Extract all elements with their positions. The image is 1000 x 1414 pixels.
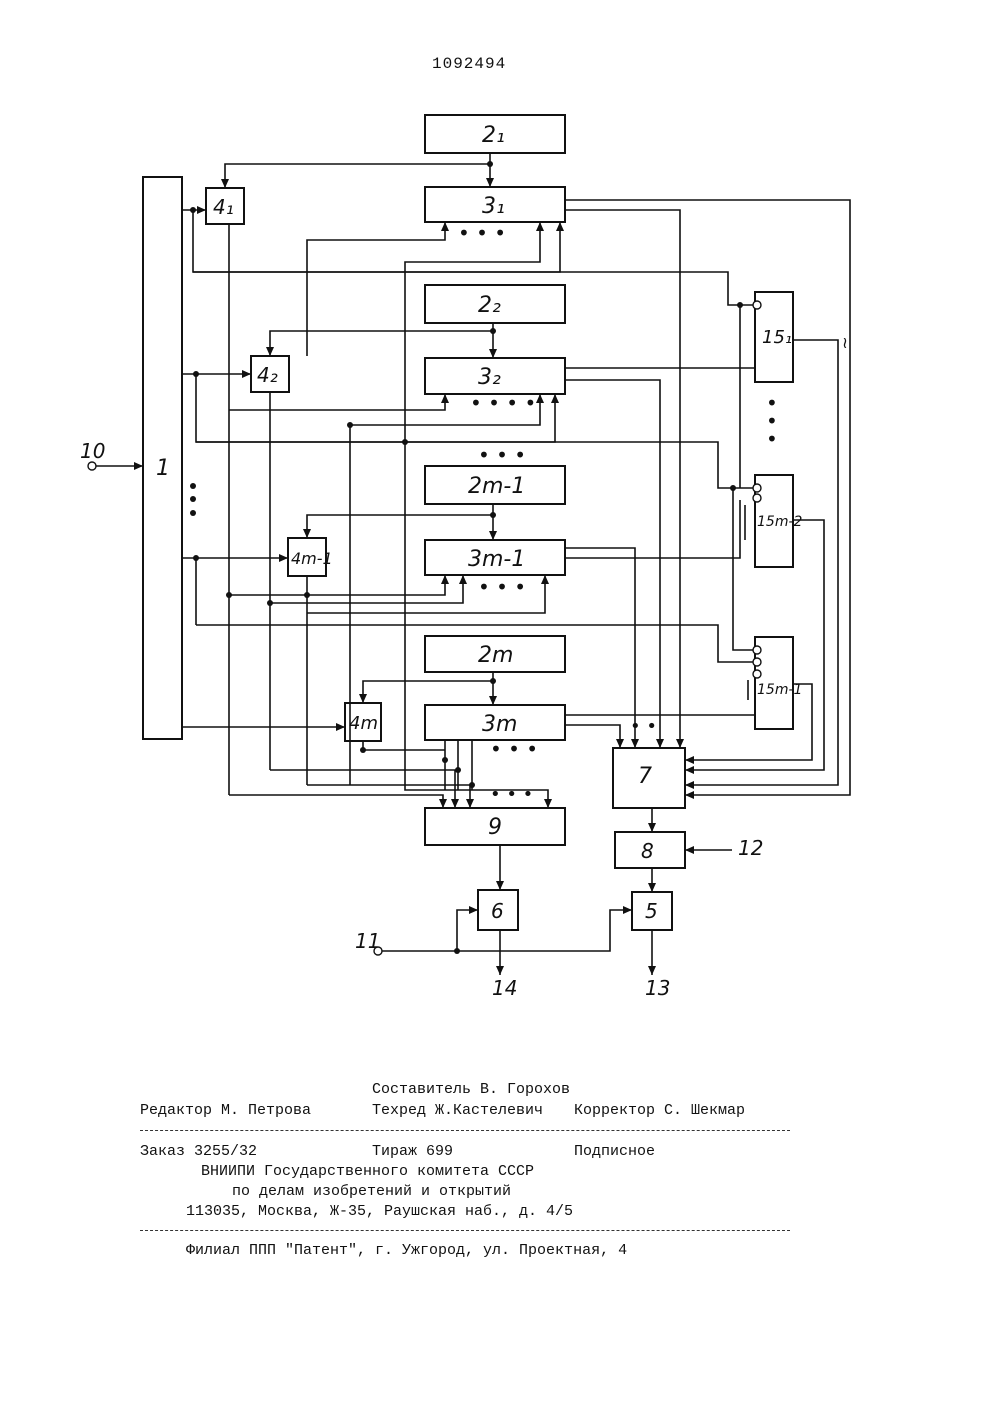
block-6-label: 6 — [491, 899, 504, 923]
block-7-label: 7 — [638, 764, 652, 789]
svg-text:• • •: • • • — [478, 575, 526, 599]
divider-top — [140, 1130, 790, 1131]
address-line: 113035, Москва, Ж-35, Раушская наб., д. … — [186, 1203, 573, 1220]
svg-text:• • •: • • • — [490, 784, 533, 805]
org-line-2: по делам изобретений и открытий — [232, 1183, 511, 1200]
block-2-2-label: 2₂ — [478, 293, 501, 318]
svg-text:• •: • • — [630, 716, 657, 737]
svg-text:• • •: • • • — [490, 737, 538, 761]
circulation-line: Тираж 699 — [372, 1143, 453, 1160]
techred-line: Техред Ж.Кастелевич — [372, 1102, 543, 1119]
block-4-m1-label: 4m-1 — [291, 549, 333, 568]
output-14-label: 14 — [492, 976, 517, 1000]
org-line-1: ВНИИПИ Государственного комитета СССР — [201, 1163, 534, 1180]
svg-text:•: • — [766, 427, 778, 451]
block-3-m-label: 3m — [482, 712, 517, 737]
block-3-1-label: 3₁ — [482, 194, 505, 219]
block-15-m2-label: 15m-2 — [757, 514, 803, 530]
block-4-1-label: 4₁ — [213, 195, 234, 219]
block-3-2-label: 3₂ — [478, 365, 501, 390]
block-2-1-label: 2₁ — [482, 123, 505, 148]
block-2-m1-label: 2m-1 — [468, 474, 525, 499]
divider-bottom — [140, 1230, 790, 1231]
terminal-10 — [88, 462, 96, 470]
block-4-m-label: 4m — [349, 713, 378, 734]
input-10-label: 10 — [80, 439, 105, 463]
editor-line: Редактор М. Петрова — [140, 1102, 311, 1119]
compiler-line: Составитель В. Горохов — [372, 1081, 570, 1098]
output-13-label: 13 — [645, 976, 670, 1000]
input-12-label: 12 — [738, 836, 763, 860]
svg-text:• • •: • • • — [478, 443, 526, 467]
block-15-1-label: 15₁ — [762, 327, 792, 348]
block-3-m1-label: 3m-1 — [468, 547, 525, 572]
svg-text:≀: ≀ — [842, 333, 848, 352]
order-line: Заказ 3255/32 — [140, 1143, 257, 1160]
branch-line: Филиал ППП "Патент", г. Ужгород, ул. Про… — [186, 1242, 627, 1259]
block-8-label: 8 — [641, 839, 654, 863]
corrector-line: Корректор С. Шекмар — [574, 1102, 745, 1119]
block-5-label: 5 — [645, 899, 658, 923]
block-diagram: 1 10 2₁ 3₁ 4₁ • • • 2₂ 3₂ 4₂ • • • • — [0, 0, 1000, 1040]
input-11-label: 11 — [355, 929, 380, 953]
block-9-label: 9 — [488, 815, 502, 840]
block-2-m-label: 2m — [478, 643, 513, 668]
block-4-2-label: 4₂ — [257, 363, 278, 387]
block-1-label: 1 — [156, 456, 170, 481]
svg-text:• • • •: • • • • — [470, 391, 536, 415]
svg-text:• • •: • • • — [458, 221, 506, 245]
subscription-line: Подписное — [574, 1143, 655, 1160]
